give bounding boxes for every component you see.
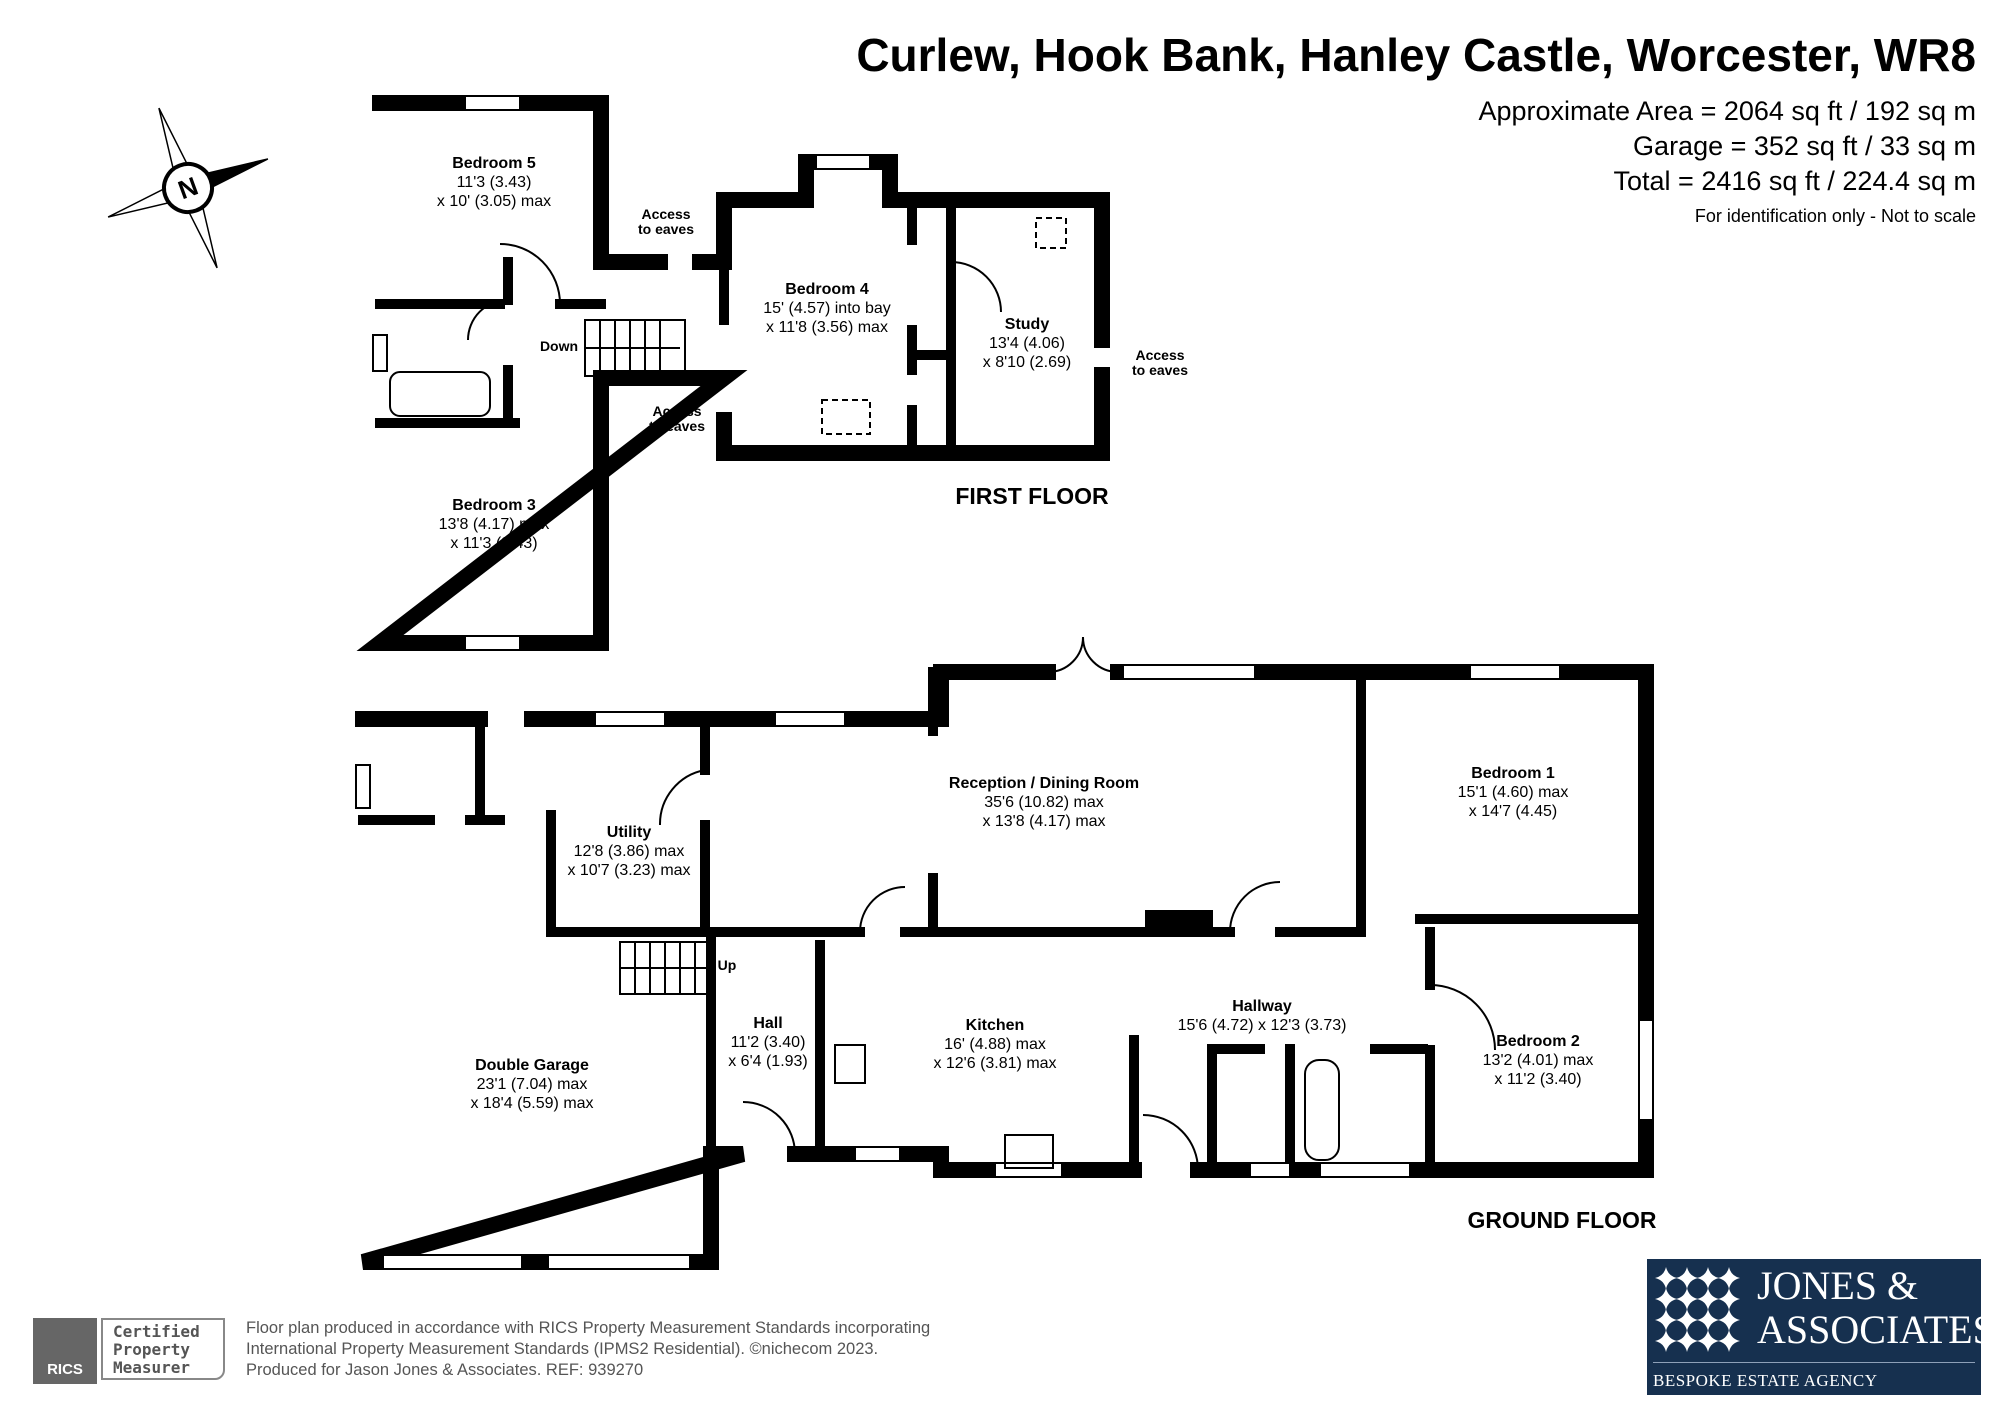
room-dims: x 11'3 (3.43) <box>450 535 537 552</box>
diamond-shape <box>1676 1309 1698 1331</box>
room-name: Bedroom 5 <box>452 155 536 172</box>
property-title: Curlew, Hook Bank, Hanley Castle, Worces… <box>856 29 1976 81</box>
stairs-down-label: Down <box>540 338 578 354</box>
room-name: Hallway <box>1232 998 1292 1015</box>
room-name: Kitchen <box>966 1017 1025 1034</box>
room-dims: 15'6 (4.72) x 12'3 (3.73) <box>1178 1017 1347 1034</box>
rics-certified-badge: RICS Certified Property Measurer <box>33 1318 233 1384</box>
rics-certification-text: Certified Property Measurer <box>101 1318 225 1380</box>
room-name: Bedroom 2 <box>1496 1033 1580 1050</box>
ground-floor-label: GROUND FLOOR <box>1467 1207 1656 1233</box>
footer-disclaimer: Floor plan produced in accordance with R… <box>246 1319 931 1379</box>
first-floor-label: FIRST FLOOR <box>955 483 1109 509</box>
diamond-shape <box>1676 1330 1698 1352</box>
room-name: Bedroom 1 <box>1471 765 1555 782</box>
room-dims: x 6'4 (1.93) <box>728 1053 808 1070</box>
diamond-shape <box>1718 1288 1740 1310</box>
eaves-label: Access <box>652 403 701 419</box>
rics-logo: RICS <box>33 1318 97 1384</box>
stairs-up-label: Up <box>718 957 737 973</box>
room-name: Hall <box>753 1015 782 1032</box>
room-dims: 12'8 (3.86) max <box>574 843 685 860</box>
eaves-label: to eaves <box>649 418 705 434</box>
agency-logo: JONES & ASSOCIATES BESPOKE ESTATE AGENCY <box>1647 1259 1995 1395</box>
room-dims: 13'4 (4.06) <box>989 335 1065 352</box>
diamond-pattern-icon <box>1655 1267 1740 1352</box>
room-name: Double Garage <box>475 1057 589 1074</box>
room-dims: 11'2 (3.40) <box>731 1034 806 1051</box>
room-dims: 35'6 (10.82) max <box>984 794 1104 811</box>
room-dims: x 11'8 (3.56) max <box>766 319 888 336</box>
room-name: Reception / Dining Room <box>949 775 1139 792</box>
room-dims: 11'3 (3.43) <box>457 174 532 191</box>
garage-area: Garage = 352 sq ft / 33 sq m <box>1633 131 1976 161</box>
total-area: Total = 2416 sq ft / 224.4 sq m <box>1613 166 1976 196</box>
logo-divider <box>1653 1362 1975 1363</box>
compass-north-icon: N <box>107 107 269 269</box>
diamond-shape <box>1655 1309 1677 1331</box>
diamond-shape <box>1697 1330 1719 1352</box>
room-name: Utility <box>607 824 652 841</box>
scale-note: For identification only - Not to scale <box>1694 206 1976 226</box>
diamond-shape <box>1655 1288 1677 1310</box>
eaves-label: to eaves <box>1132 362 1188 378</box>
room-dims: x 8'10 (2.69) <box>983 354 1071 371</box>
room-dims: x 13'8 (4.17) max <box>982 813 1105 830</box>
diamond-shape <box>1718 1267 1740 1289</box>
diamond-shape <box>1676 1267 1698 1289</box>
diamond-shape <box>1697 1288 1719 1310</box>
approx-area: Approximate Area = 2064 sq ft / 192 sq m <box>1478 96 1976 126</box>
room-dims: 15' (4.57) into bay <box>763 300 891 317</box>
room-dims: x 14'7 (4.45) <box>1469 803 1557 820</box>
diamond-shape <box>1697 1267 1719 1289</box>
room-name: Study <box>1005 316 1050 333</box>
diamond-shape <box>1718 1309 1740 1331</box>
room-dims: x 12'6 (3.81) max <box>933 1055 1056 1072</box>
eaves-label: to eaves <box>638 221 694 237</box>
room-dims: 16' (4.88) max <box>944 1036 1046 1053</box>
diamond-shape <box>1676 1288 1698 1310</box>
room-name: Bedroom 4 <box>785 281 869 298</box>
room-dims: x 11'2 (3.40) <box>1494 1071 1581 1088</box>
diamond-shape <box>1655 1267 1677 1289</box>
ground-floor-plan <box>355 636 1654 1270</box>
room-dims: x 10' (3.05) max <box>437 193 551 210</box>
eaves-label: Access <box>1135 347 1184 363</box>
diamond-shape <box>1655 1330 1677 1352</box>
diamond-shape <box>1718 1330 1740 1352</box>
diamond-shape <box>1697 1309 1719 1331</box>
room-dims: 15'1 (4.60) max <box>1458 784 1569 801</box>
room-dims: 13'8 (4.17) max <box>439 516 550 533</box>
room-dims: x 18'4 (5.59) max <box>470 1095 593 1112</box>
first-floor-plan <box>356 95 1110 651</box>
room-dims: x 10'7 (3.23) max <box>567 862 690 879</box>
eaves-label: Access <box>641 206 690 222</box>
room-dims: 23'1 (7.04) max <box>477 1076 588 1093</box>
room-name: Bedroom 3 <box>452 497 536 514</box>
room-dims: 13'2 (4.01) max <box>1483 1052 1594 1069</box>
area-summary: Approximate Area = 2064 sq ft / 192 sq m… <box>1478 94 1976 199</box>
